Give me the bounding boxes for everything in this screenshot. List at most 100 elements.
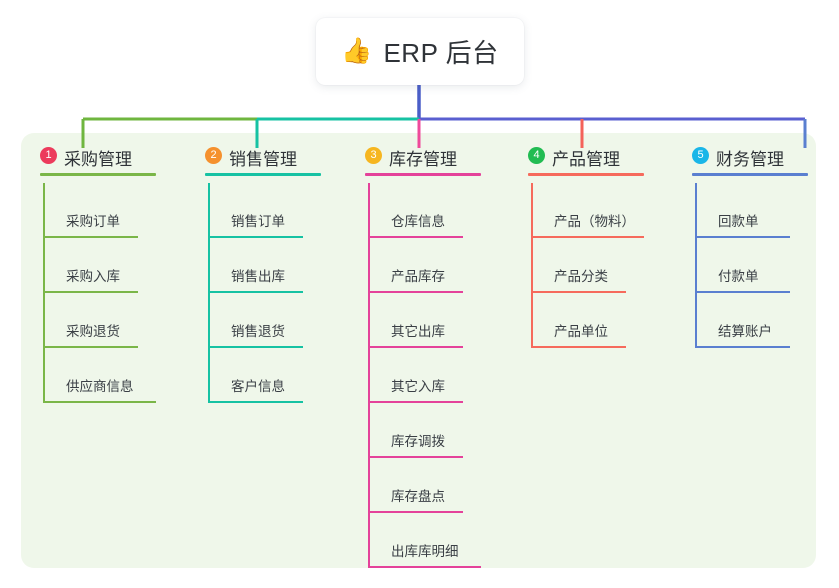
branch-item-underline xyxy=(531,291,626,293)
branch-badge-2: 2 xyxy=(205,147,222,164)
branch-item-label: 其它出库 xyxy=(391,324,445,339)
thumbs-up-icon: 👍 xyxy=(341,37,373,65)
branch-item[interactable]: 产品单位 xyxy=(528,293,626,348)
branch-item-underline xyxy=(695,291,790,293)
branch-item-label: 回款单 xyxy=(718,214,759,229)
branch-underline-4 xyxy=(528,173,644,176)
branch-spine-3 xyxy=(368,183,370,568)
branch-item-label: 其它入库 xyxy=(391,379,445,394)
branch-title-5: 财务管理 xyxy=(716,150,784,169)
diagram-panel xyxy=(21,133,816,568)
branch-title-3: 库存管理 xyxy=(389,150,457,169)
branch-badge-3: 3 xyxy=(365,147,382,164)
branch-column-1: 1 采购管理采购订单采购入库采购退货供应商信息 xyxy=(40,145,156,403)
branch-item-underline xyxy=(43,401,156,403)
branch-column-3: 3 库存管理仓库信息产品库存其它出库其它入库库存调拨库存盘点出库库明细 xyxy=(365,145,481,568)
branch-item[interactable]: 销售订单 xyxy=(205,183,303,238)
branch-item-underline xyxy=(531,346,626,348)
branch-item[interactable]: 产品分类 xyxy=(528,238,626,293)
branch-spine-1 xyxy=(43,183,45,403)
branch-item[interactable]: 库存盘点 xyxy=(365,458,463,513)
branch-item[interactable]: 供应商信息 xyxy=(40,348,156,403)
branch-item[interactable]: 其它出库 xyxy=(365,293,463,348)
branch-item[interactable]: 采购订单 xyxy=(40,183,138,238)
branch-column-2: 2 销售管理销售订单销售出库销售退货客户信息 xyxy=(205,145,321,403)
branch-item-underline xyxy=(43,236,138,238)
branch-item[interactable]: 产品（物料） xyxy=(528,183,644,238)
branch-item[interactable]: 采购退货 xyxy=(40,293,138,348)
branch-column-4: 4 产品管理产品（物料） 产品分类产品单位 xyxy=(528,145,644,348)
branch-item-underline xyxy=(208,401,303,403)
branch-item-underline xyxy=(368,511,463,513)
root-node-title: ERP 后台 xyxy=(383,38,499,68)
branch-items-3: 仓库信息产品库存其它出库其它入库库存调拨库存盘点出库库明细 xyxy=(365,183,481,568)
branch-spine-5 xyxy=(695,183,697,348)
branch-items-4: 产品（物料） 产品分类产品单位 xyxy=(528,183,644,348)
branch-header-4[interactable]: 4 产品管理 xyxy=(528,145,644,179)
branch-item-label: 产品库存 xyxy=(391,269,445,284)
branch-header-5[interactable]: 5 财务管理 xyxy=(692,145,808,179)
branch-column-5: 5 财务管理回款单付款单结算账户 xyxy=(692,145,808,348)
branch-item[interactable]: 客户信息 xyxy=(205,348,303,403)
branch-title-4: 产品管理 xyxy=(552,150,620,169)
branch-item-label: 付款单 xyxy=(718,269,759,284)
root-node-card[interactable]: 👍 ERP 后台 xyxy=(316,18,524,85)
branch-item-underline xyxy=(43,346,138,348)
branch-underline-5 xyxy=(692,173,808,176)
branch-item-label: 供应商信息 xyxy=(66,379,134,394)
branch-underline-2 xyxy=(205,173,321,176)
branch-item-label: 库存调拨 xyxy=(391,434,445,449)
branch-item-underline xyxy=(695,346,790,348)
branch-item-label: 采购订单 xyxy=(66,214,120,229)
branch-items-1: 采购订单采购入库采购退货供应商信息 xyxy=(40,183,156,403)
branch-item[interactable]: 仓库信息 xyxy=(365,183,463,238)
branch-item-label: 仓库信息 xyxy=(391,214,445,229)
branch-item-label: 产品单位 xyxy=(554,324,608,339)
branch-title-2: 销售管理 xyxy=(229,150,297,169)
branch-item-label: 产品（物料） xyxy=(554,214,635,229)
branch-item[interactable]: 其它入库 xyxy=(365,348,463,403)
branch-item-label: 销售出库 xyxy=(231,269,285,284)
branch-item[interactable]: 产品库存 xyxy=(365,238,463,293)
branch-underline-1 xyxy=(40,173,156,176)
branch-item-label: 客户信息 xyxy=(231,379,285,394)
branch-header-2[interactable]: 2 销售管理 xyxy=(205,145,321,179)
branch-item-underline xyxy=(368,236,463,238)
branch-item-underline xyxy=(368,566,481,568)
branch-item[interactable]: 付款单 xyxy=(692,238,790,293)
branch-header-3[interactable]: 3 库存管理 xyxy=(365,145,481,179)
branch-item-underline xyxy=(368,456,463,458)
branch-item-underline xyxy=(368,401,463,403)
branch-item-label: 库存盘点 xyxy=(391,489,445,504)
branch-item[interactable]: 回款单 xyxy=(692,183,790,238)
branch-item[interactable]: 结算账户 xyxy=(692,293,790,348)
branch-items-5: 回款单付款单结算账户 xyxy=(692,183,790,348)
branch-header-1[interactable]: 1 采购管理 xyxy=(40,145,156,179)
branch-item[interactable]: 库存调拨 xyxy=(365,403,463,458)
branch-badge-1: 1 xyxy=(40,147,57,164)
branch-item[interactable]: 销售出库 xyxy=(205,238,303,293)
branch-item-underline xyxy=(368,291,463,293)
branch-item-underline xyxy=(368,346,463,348)
branch-badge-4: 4 xyxy=(528,147,545,164)
branch-item-underline xyxy=(695,236,790,238)
branch-item-underline xyxy=(43,291,138,293)
branch-item[interactable]: 采购入库 xyxy=(40,238,138,293)
branch-item-underline xyxy=(208,291,303,293)
branch-item-label: 产品分类 xyxy=(554,269,608,284)
branch-item-underline xyxy=(208,236,303,238)
branch-item-label: 出库库明细 xyxy=(391,544,459,559)
branch-item[interactable]: 销售退货 xyxy=(205,293,303,348)
branch-spine-4 xyxy=(531,183,533,348)
branch-item-label: 结算账户 xyxy=(718,324,772,339)
branch-item-underline xyxy=(208,346,303,348)
branch-item[interactable]: 出库库明细 xyxy=(365,513,481,568)
branch-underline-3 xyxy=(365,173,481,176)
branch-badge-5: 5 xyxy=(692,147,709,164)
branch-item-label: 采购退货 xyxy=(66,324,120,339)
branch-item-label: 销售退货 xyxy=(231,324,285,339)
branch-title-1: 采购管理 xyxy=(64,150,132,169)
branch-item-label: 采购入库 xyxy=(66,269,120,284)
branch-spine-2 xyxy=(208,183,210,403)
